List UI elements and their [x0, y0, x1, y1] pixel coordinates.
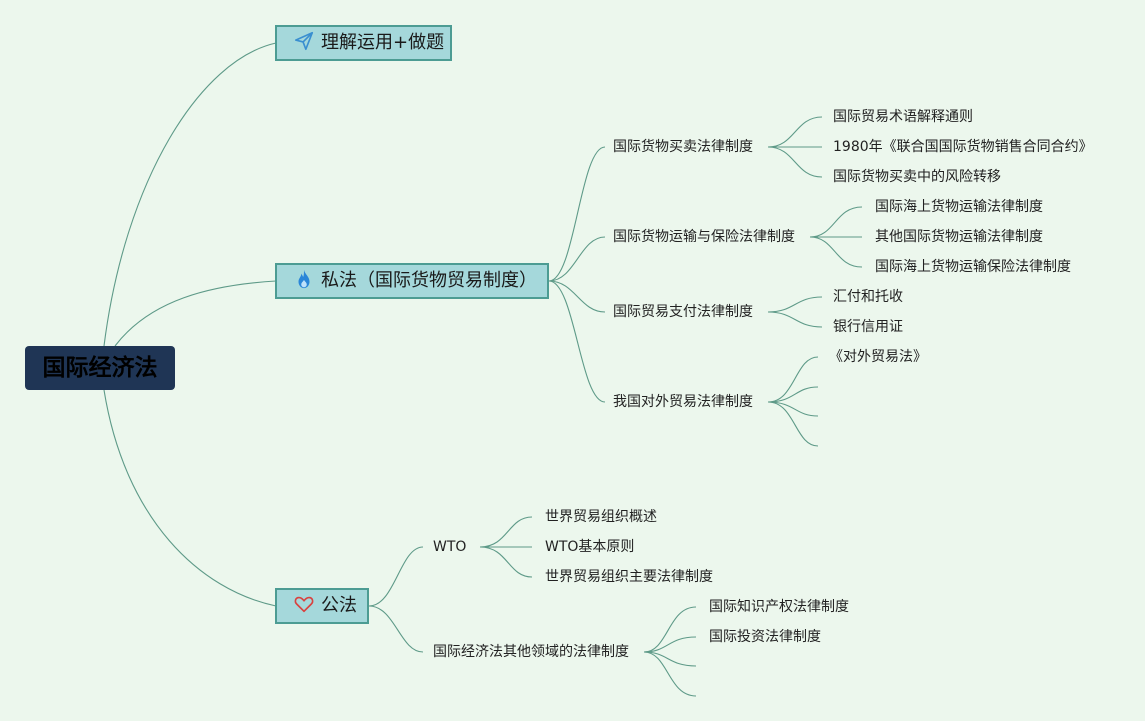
leaf-wto-legal-system[interactable]: 世界贸易组织主要法律制度 — [545, 569, 713, 585]
link-public-wto — [368, 546, 424, 607]
branch-private-law[interactable]: 私法（国际货物贸易制度） — [275, 263, 549, 299]
root-node[interactable]: 国际经济法 — [25, 346, 175, 390]
flame-icon — [298, 269, 310, 289]
link-private-transport — [548, 236, 606, 282]
leaf-ip-law[interactable]: 国际知识产权法律制度 — [709, 599, 849, 615]
branch-public-law-label: 公法 — [321, 595, 357, 616]
leaf-remittance-collection[interactable]: 汇付和托收 — [833, 289, 903, 305]
leaf-risk-transfer[interactable]: 国际货物买卖中的风险转移 — [833, 169, 1001, 185]
paper-plane-icon — [294, 31, 314, 51]
topic-wto[interactable]: WTO — [433, 539, 467, 555]
leaf-investment-law[interactable]: 国际投资法律制度 — [709, 629, 821, 645]
leaf-letter-of-credit[interactable]: 银行信用证 — [833, 319, 903, 335]
leaf-foreign-trade-law[interactable]: 《对外贸易法》 — [829, 349, 927, 365]
leaf-sea-insurance[interactable]: 国际海上货物运输保险法律制度 — [875, 259, 1071, 275]
topic-transport-insurance[interactable]: 国际货物运输与保险法律制度 — [613, 229, 795, 245]
topic-goods-sale[interactable]: 国际货物买卖法律制度 — [613, 139, 753, 155]
topic-trade-payment[interactable]: 国际贸易支付法律制度 — [613, 304, 753, 320]
link-private-payment — [548, 280, 606, 313]
leaf-sea-transport[interactable]: 国际海上货物运输法律制度 — [875, 199, 1043, 215]
leaf-wto-overview[interactable]: 世界贸易组织概述 — [545, 509, 657, 525]
leaf-incoterms[interactable]: 国际贸易术语解释通则 — [833, 109, 973, 125]
link-public-other — [368, 605, 424, 653]
branch-private-law-label: 私法（国际货物贸易制度） — [321, 270, 537, 291]
link-private-sale — [548, 146, 606, 282]
leaf-wto-principles[interactable]: WTO基本原则 — [545, 539, 635, 555]
topic-other-fields[interactable]: 国际经济法其他领域的法律制度 — [433, 644, 629, 660]
link-root-public — [103, 389, 277, 607]
link-root-practice — [103, 42, 277, 347]
branch-public-law[interactable]: 公法 — [275, 588, 369, 624]
leaf-cisg[interactable]: 1980年《联合国国际货物销售合同合约》 — [833, 139, 1093, 155]
branch-practice-label: 理解运用+做题 — [321, 32, 445, 53]
link-private-foreign — [548, 280, 606, 403]
link-root-private — [114, 280, 277, 347]
branch-practice[interactable]: 理解运用+做题 — [275, 25, 452, 61]
leaf-other-transport[interactable]: 其他国际货物运输法律制度 — [875, 229, 1043, 245]
topic-foreign-trade[interactable]: 我国对外贸易法律制度 — [613, 394, 753, 410]
heart-icon — [294, 596, 314, 613]
